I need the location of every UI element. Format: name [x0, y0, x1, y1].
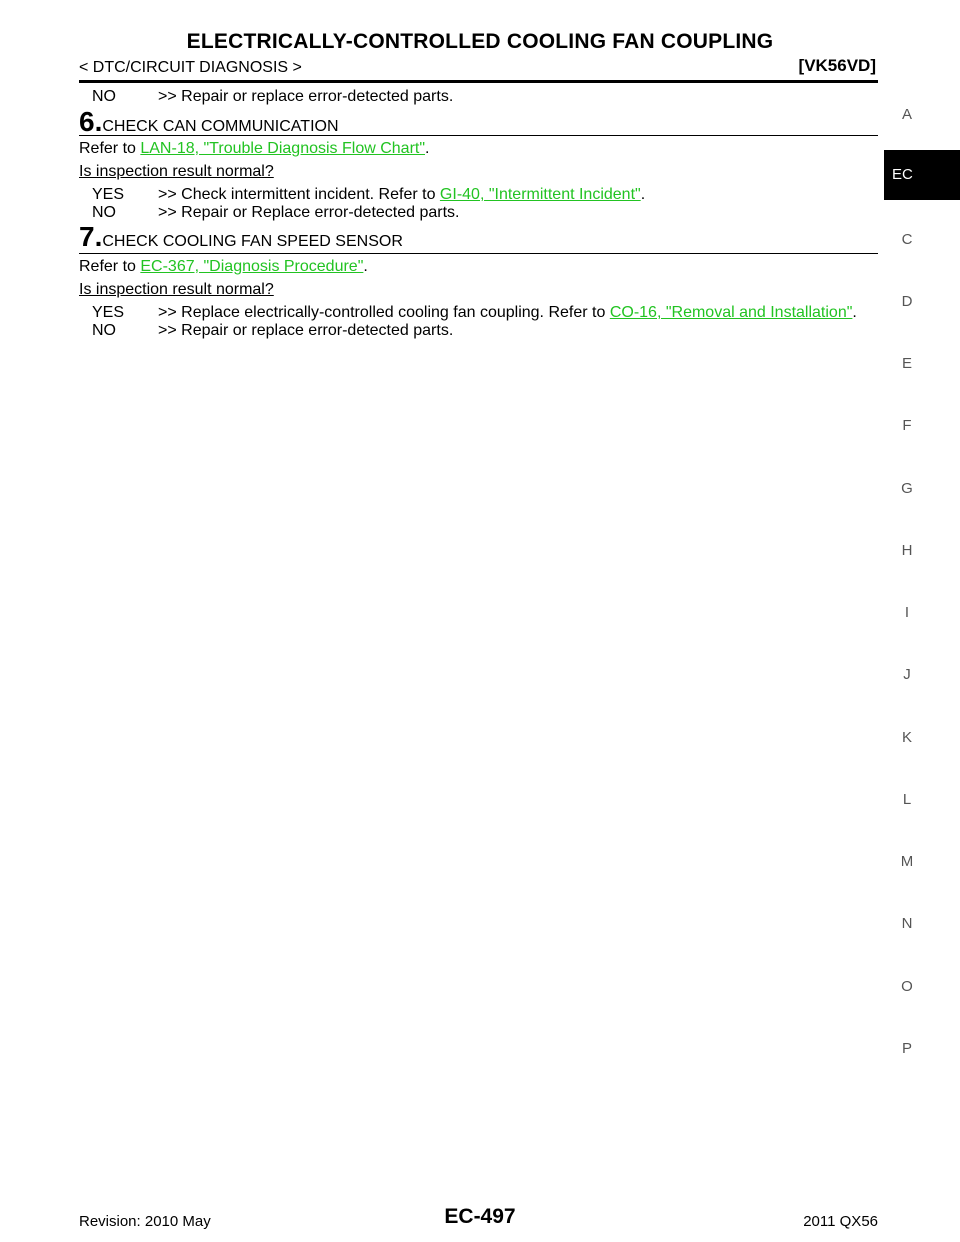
no-text: >> Repair or replace error-detected part… — [158, 88, 454, 105]
yes-label: YES — [92, 186, 125, 203]
refer-prefix: Refer to — [79, 140, 141, 157]
section-label: < DTC/CIRCUIT DIAGNOSIS > — [79, 59, 302, 76]
refer-suffix: . — [363, 258, 368, 275]
yes-suffix: . — [640, 186, 646, 203]
sidebar-letter-i[interactable]: I — [904, 604, 910, 621]
refer-prefix: Refer to — [79, 258, 141, 275]
revision-label: Revision: 2010 May — [79, 1213, 211, 1230]
top-no-line: NO >> Repair or replace error-detected pa… — [92, 87, 453, 107]
sidebar-tab-ec[interactable]: EC — [884, 150, 960, 200]
header-rule — [79, 80, 878, 83]
sidebar-letter-k[interactable]: K — [901, 729, 912, 746]
model-year: 2011 QX56 — [803, 1213, 878, 1230]
sidebar-letter-j[interactable]: J — [903, 666, 911, 683]
sidebar-letter-n[interactable]: N — [901, 915, 913, 932]
sidebar-letter-l[interactable]: L — [902, 791, 912, 808]
yes-label: YES — [92, 304, 125, 321]
step-6-title: CHECK CAN COMMUNICATION — [102, 118, 339, 135]
yes-suffix: . — [852, 304, 857, 321]
ec-367-link[interactable]: EC-367, "Diagnosis Procedure" — [140, 258, 364, 275]
page-title: ELECTRICALLY-CONTROLLED COOLING FAN COUP… — [186, 30, 774, 53]
sidebar-letter-d[interactable]: D — [901, 293, 913, 310]
step-7-number: 7. — [79, 221, 103, 252]
co-16-link[interactable]: CO-16, "Removal and Installation" — [609, 304, 853, 321]
step-7-no: NO >> Repair or replace error-detected pa… — [92, 321, 453, 341]
sidebar-letter-p[interactable]: P — [901, 1040, 912, 1057]
step-7-refer: Refer to EC-367, "Diagnosis Procedure". — [79, 257, 368, 277]
sidebar-letter-m[interactable]: M — [900, 853, 914, 870]
no-label: NO — [92, 322, 116, 339]
page-number: EC-497 — [444, 1205, 516, 1228]
step-7-question: Is inspection result normal? — [79, 281, 274, 298]
no-label: NO — [92, 204, 116, 221]
sidebar-letter-e[interactable]: E — [901, 355, 912, 372]
no-text: >> Repair or Replace error-detected part… — [158, 204, 460, 221]
sidebar-letter-h[interactable]: H — [901, 542, 913, 559]
step-7-yes: YES >> Replace electrically-controlled co… — [92, 303, 857, 323]
no-text: >> Repair or replace error-detected part… — [158, 322, 454, 339]
model-code: [VK56VD] — [798, 56, 876, 75]
sidebar-letter-o[interactable]: O — [901, 978, 913, 995]
lan-18-link[interactable]: LAN-18, "Trouble Diagnosis Flow Chart" — [140, 140, 426, 157]
step-6-yes: YES >> Check intermittent incident. Refer… — [92, 185, 645, 205]
step-6-refer: Refer to LAN-18, "Trouble Diagnosis Flow… — [79, 139, 429, 159]
gi-40-link[interactable]: GI-40, "Intermittent Incident" — [439, 186, 641, 203]
no-label: NO — [92, 88, 116, 105]
step-7-title: CHECK COOLING FAN SPEED SENSOR — [102, 233, 403, 250]
step-7-rule — [79, 253, 878, 254]
sidebar-letter-c[interactable]: C — [901, 231, 913, 248]
sidebar-letter-a[interactable]: A — [901, 106, 912, 123]
step-6-heading: 6.CHECK CAN COMMUNICATION — [79, 106, 339, 138]
step-6-question: Is inspection result normal? — [79, 163, 274, 180]
refer-suffix: . — [425, 140, 430, 157]
step-7-heading: 7.CHECK COOLING FAN SPEED SENSOR — [79, 221, 403, 253]
step-6-number: 6. — [79, 106, 103, 137]
sidebar-letter-f[interactable]: F — [902, 417, 912, 434]
yes-text: >> Check intermittent incident. Refer to — [158, 186, 440, 203]
step-6-rule — [79, 135, 878, 136]
sidebar-tab-ec-label: EC — [892, 166, 913, 183]
sidebar-letter-g[interactable]: G — [901, 480, 913, 497]
yes-text: >> Replace electrically-controlled cooli… — [158, 304, 610, 321]
step-6-no: NO >> Repair or Replace error-detected pa… — [92, 203, 459, 223]
